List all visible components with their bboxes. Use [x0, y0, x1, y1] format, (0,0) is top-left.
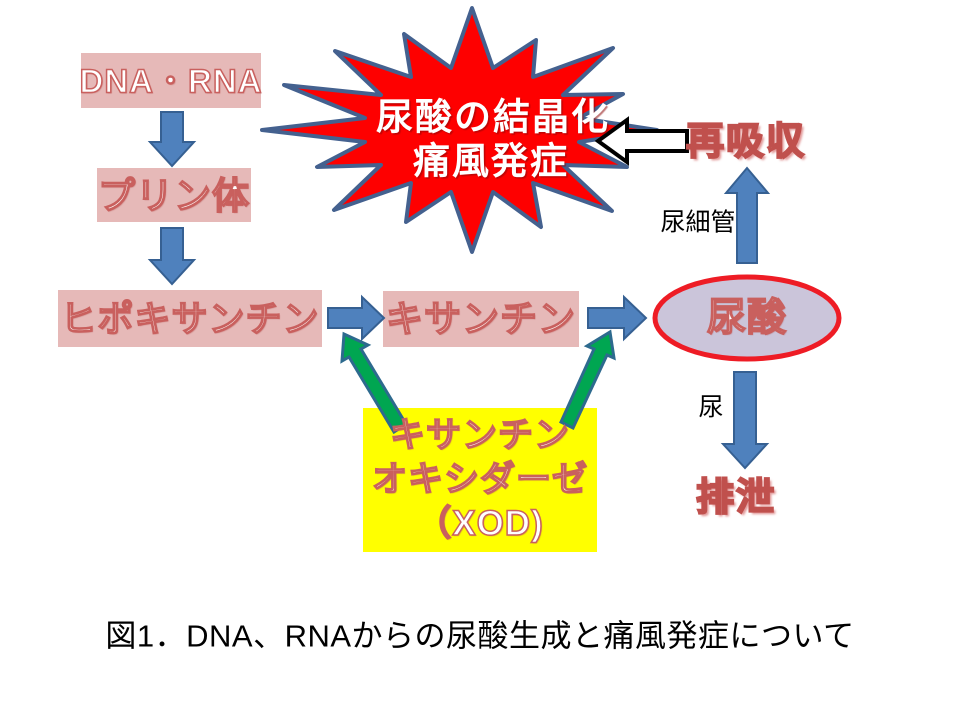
- figure-caption: 図1．DNA、RNAからの尿酸生成と痛風発症について: [105, 618, 855, 654]
- dna-rna-label: DNA・RNA: [79, 62, 263, 100]
- white-left-arrow: [594, 116, 689, 166]
- up-arrow-uricacid-reabsorption: [723, 166, 771, 264]
- right-arrow-hypoxanthine-xanthine: [327, 294, 386, 342]
- renal-tubule-label: 尿細管: [660, 208, 736, 237]
- hypoxanthine-label: ヒポキサンチン: [60, 298, 320, 339]
- xanthine-box: [383, 291, 579, 347]
- explosion-starburst: [260, 6, 659, 254]
- xod-line2: オキシダーゼ: [371, 459, 588, 500]
- green-arrow-xod-left: [340, 331, 409, 435]
- down-arrow-dna-purine: [147, 111, 197, 168]
- reabsorption-label: 再吸収: [685, 121, 807, 163]
- purine-label: プリン体: [97, 175, 250, 217]
- purine-box: [97, 168, 251, 222]
- xod-line1: キサンチン: [389, 415, 570, 456]
- green-arrow-xod-right: [559, 329, 616, 431]
- hypoxanthine-box: [58, 290, 322, 347]
- down-arrow-uricacid-excretion: [720, 371, 770, 470]
- dna-rna-box: [81, 53, 261, 108]
- burst-line1: 尿酸の結晶化: [376, 96, 610, 138]
- uric-acid-ellipse: [652, 274, 842, 362]
- right-arrow-xanthine-uricacid: [587, 294, 648, 342]
- xanthine-label: キサンチン: [385, 298, 576, 340]
- urine-label: 尿: [698, 393, 724, 422]
- excretion-label: 排泄: [695, 477, 777, 519]
- uric-acid-label: 尿酸: [706, 296, 788, 340]
- burst-line2: 痛風発症: [413, 140, 569, 182]
- xod-box: [363, 408, 597, 552]
- down-arrow-purine-hypoxanthine: [147, 227, 197, 286]
- xod-line3: （XOD): [415, 503, 544, 544]
- xod-label-group: キサンチン オキシダーゼ （XOD): [363, 408, 597, 552]
